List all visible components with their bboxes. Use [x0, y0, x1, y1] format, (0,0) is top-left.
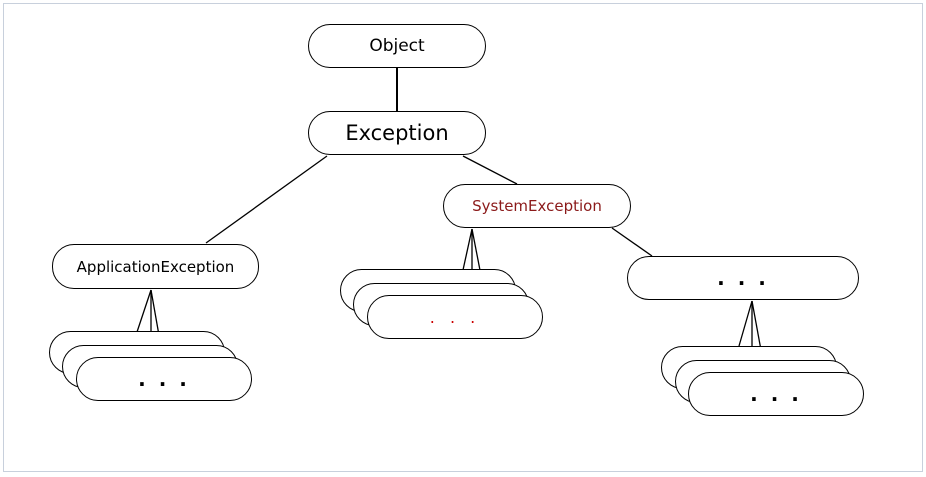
- edge-exception-application: [205, 155, 328, 244]
- system-child-node: . . .: [367, 295, 543, 339]
- other-child-node: . . .: [688, 372, 864, 416]
- object-label: Object: [369, 36, 425, 56]
- application-exception-node: ApplicationException: [52, 244, 259, 289]
- other-exception-node: . . .: [627, 256, 859, 300]
- system-children-label: . . .: [429, 307, 481, 327]
- edge-exception-system: [462, 155, 518, 185]
- other-children-label: . . .: [750, 382, 802, 406]
- object-node: Object: [308, 24, 486, 68]
- system-exception-label: SystemException: [472, 197, 602, 215]
- system-exception-node: SystemException: [443, 184, 631, 228]
- diagram-frame: [3, 3, 923, 472]
- other-exception-label: . . .: [717, 266, 769, 290]
- application-exception-label: ApplicationException: [76, 257, 235, 276]
- exception-label: Exception: [345, 121, 449, 145]
- application-children-label: . . .: [138, 367, 190, 391]
- exception-node: Exception: [308, 111, 486, 155]
- application-child-node: . . .: [76, 357, 252, 401]
- edge-system-other: [611, 227, 653, 257]
